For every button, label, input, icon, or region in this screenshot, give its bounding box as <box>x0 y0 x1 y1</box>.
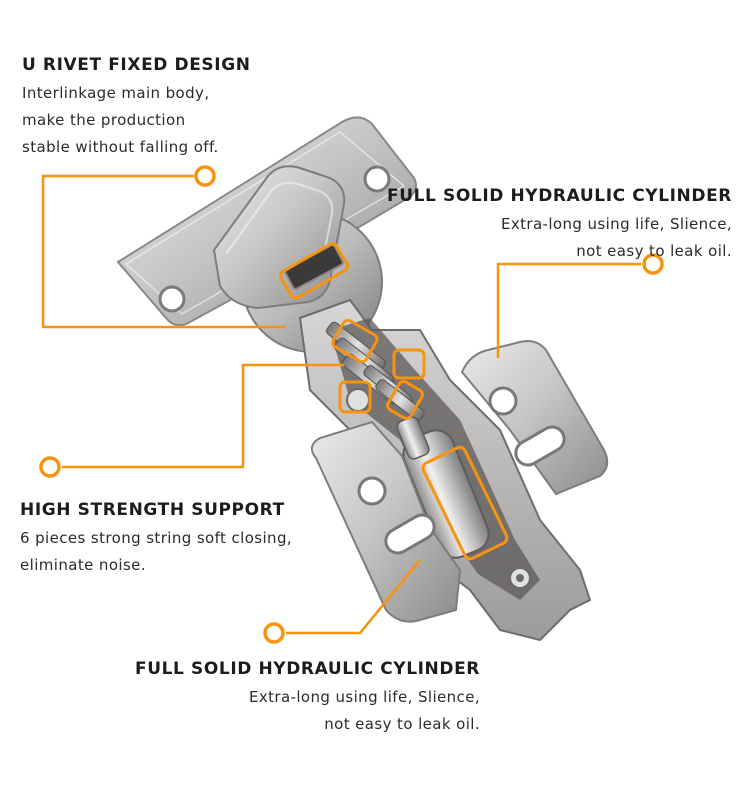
annotation-line: 6 pieces strong string soft closing, <box>20 529 293 547</box>
callout-dot <box>263 622 285 644</box>
screw-hole <box>363 165 391 193</box>
callout-dot <box>39 456 61 478</box>
screw-hole <box>488 386 518 416</box>
highlight-u-rivet <box>279 242 349 300</box>
annotation-line: stable without falling off. <box>22 138 219 156</box>
annotation-line: make the production <box>22 111 186 129</box>
annotation-line: not easy to leak oil. <box>324 715 480 733</box>
callout-dot <box>194 165 216 187</box>
annotation-line: Interlinkage main body, <box>22 84 210 102</box>
annotation-line: Extra-long using life, Slience, <box>248 688 480 706</box>
highlight-cylinder <box>421 445 509 561</box>
annotation-title: HIGH STRENGTH SUPPORT <box>20 500 285 520</box>
base-plate <box>310 340 609 623</box>
highlight-spring-lever <box>392 348 426 380</box>
callout-line-support <box>62 363 344 469</box>
annotation-line: not easy to leak oil. <box>576 242 732 260</box>
annotation-high-strength: HIGH STRENGTH SUPPORT 6 pieces strong st… <box>20 500 292 579</box>
annotation-line: eliminate noise. <box>20 556 146 574</box>
annotation-line: Extra-long using life, Slience, <box>500 215 732 233</box>
callout-line-lower-cylinder <box>286 559 421 635</box>
annotation-title: FULL SOLID HYDRAULIC CYLINDER <box>387 186 732 206</box>
annotation-u-rivet: U RIVET FIXED DESIGN Interlinkage main b… <box>22 55 251 161</box>
callout-line-u-rivet <box>41 174 286 329</box>
spring-stack <box>326 321 425 421</box>
annotation-title: FULL SOLID HYDRAULIC CYLINDER <box>135 659 480 679</box>
callout-line-upper-cylinder <box>496 262 641 358</box>
adjust-slot <box>384 513 436 555</box>
annotation-upper-cylinder: FULL SOLID HYDRAULIC CYLINDER Extra-long… <box>387 186 732 265</box>
screw-hole <box>357 476 387 506</box>
adjust-slot <box>514 425 566 467</box>
annotation-lower-cylinder: FULL SOLID HYDRAULIC CYLINDER Extra-long… <box>135 659 480 738</box>
annotation-title: U RIVET FIXED DESIGN <box>22 55 251 75</box>
screw-hole <box>158 285 186 313</box>
highlight-support-block <box>338 380 372 414</box>
highlight-spring-lever <box>386 379 424 421</box>
callout-dot <box>642 253 664 275</box>
highlight-upper-spring <box>331 318 379 364</box>
